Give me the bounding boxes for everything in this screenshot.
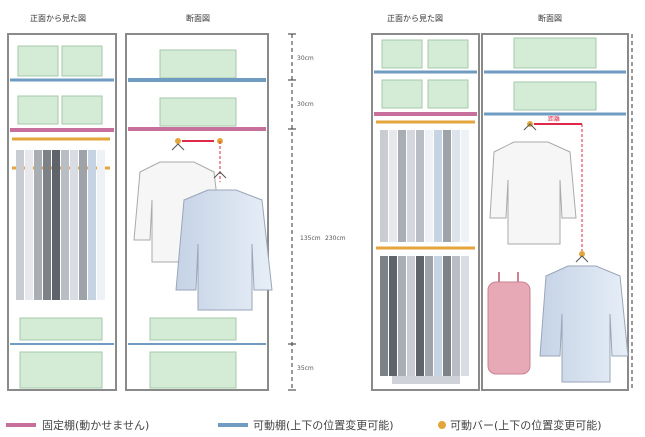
legend: 固定棚(動かせません) 可動棚(上下の位置変更可能) 可動バー(上下の位置変更可… — [6, 418, 602, 432]
dim-30cm-a: 30cm — [297, 55, 314, 62]
dim-230cm: 230cm — [325, 235, 346, 242]
title-left-section: 断面図 — [186, 13, 210, 23]
dim-30cm-b: 30cm — [297, 101, 314, 108]
title-right-front: 正面から見た図 — [387, 14, 443, 23]
left-section-cabinet — [125, 33, 273, 391]
right-section-cabinet: 距離 — [481, 33, 629, 391]
title-left-front: 正面から見た図 — [30, 14, 86, 23]
legend-movable-shelf: 可動棚(上下の位置変更可能) — [253, 418, 394, 432]
title-right-section: 断面図 — [538, 13, 562, 23]
legend-movable-bar: 可動バー(上下の位置変更可能) — [450, 418, 602, 432]
dim-135cm: 135cm — [300, 235, 321, 242]
dimension-scale: 30cm 30cm 135cm 230cm 35cm — [288, 33, 346, 391]
right-front-cabinet — [371, 33, 480, 391]
legend-fixed-shelf: 固定棚(動かせません) — [42, 418, 149, 432]
distance-label: 距離 — [548, 115, 560, 123]
left-front-cabinet — [7, 33, 117, 391]
dim-35cm: 35cm — [297, 365, 314, 372]
legend-swatch-movable-bar — [438, 421, 446, 429]
